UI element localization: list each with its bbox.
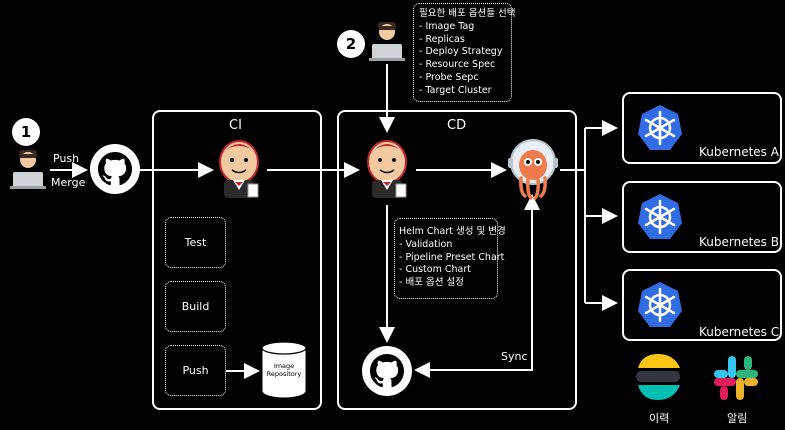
argo-cd-icon: [506, 138, 560, 204]
push-stage-label: Push: [182, 364, 209, 377]
cluster-a-label: Kubernetes A: [699, 145, 779, 159]
operator-icon: [369, 22, 405, 66]
jenkins-icon: [359, 138, 415, 204]
kubernetes-icon: [636, 193, 684, 245]
developer-icon: [10, 150, 46, 194]
step-2-badge: 2: [337, 30, 365, 58]
kubernetes-icon: [636, 104, 684, 156]
push-stage: Push: [165, 345, 226, 396]
option-item: - Image Tag: [419, 20, 475, 32]
option-item: - Target Cluster: [419, 84, 492, 96]
option-item: - Probe Sepc: [419, 71, 479, 83]
github-icon: [89, 143, 141, 199]
helm-item: - Validation: [399, 238, 453, 250]
option-item: - Resource Spec: [419, 59, 496, 71]
elastic-icon: [634, 354, 682, 404]
deploy-options-title: 필요한 배포 옵션들 선택: [419, 8, 516, 19]
history-label: 이력: [649, 412, 670, 425]
test-stage-label: Test: [184, 236, 207, 249]
image-repository-icon: [261, 341, 307, 403]
helm-item: - Pipeline Preset Chart: [399, 251, 505, 263]
cluster-b-label: Kubernetes B: [699, 235, 779, 249]
helm-chart-title: Helm Chart 생성 및 변경: [399, 226, 506, 237]
helm-item: - 배포 옵션 설정: [399, 277, 464, 289]
cluster-c: Kubernetes C: [622, 269, 782, 341]
option-item: - Replicas: [419, 33, 465, 45]
kubernetes-icon: [636, 281, 684, 333]
github-icon: [361, 345, 413, 401]
cluster-a: Kubernetes A: [622, 92, 782, 164]
deploy-options-box: 필요한 배포 옵션들 선택 - Image Tag - Replicas - D…: [413, 3, 516, 102]
helm-item: - Custom Chart: [399, 264, 471, 276]
merge-label: Merge: [51, 176, 86, 189]
cluster-b: Kubernetes B: [622, 181, 782, 253]
step-1-badge: 1: [12, 118, 40, 146]
helm-chart-box: Helm Chart 생성 및 변경 - Validation - Pipeli…: [394, 218, 506, 299]
push-label: Push: [53, 152, 80, 165]
build-stage-label: Build: [181, 300, 210, 313]
jenkins-icon: [211, 138, 267, 204]
ci-panel: [152, 110, 322, 410]
test-stage: Test: [165, 217, 226, 268]
cd-panel: [337, 110, 577, 410]
slack-icon: [712, 354, 760, 406]
cd-title: CD: [447, 118, 467, 133]
option-item: - Deploy Strategy: [419, 46, 503, 58]
image-repository-label: Image Repository: [266, 362, 302, 378]
build-stage: Build: [165, 281, 226, 332]
cluster-c-label: Kubernetes C: [699, 325, 780, 339]
sync-label: Sync: [501, 350, 528, 363]
ci-title: CI: [229, 118, 242, 133]
alert-label: 알림: [727, 412, 748, 425]
